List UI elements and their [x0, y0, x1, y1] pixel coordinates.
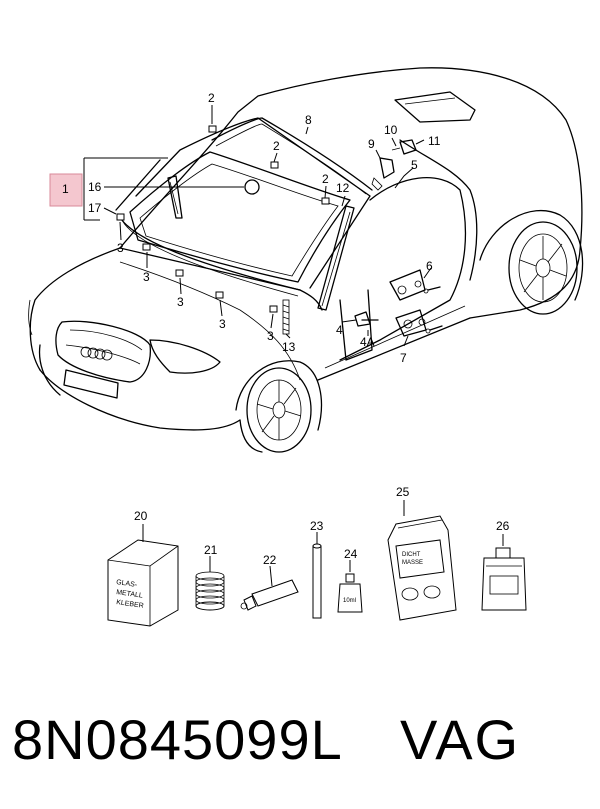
brand-label: VAG: [400, 708, 521, 771]
accessory-23-stick: [312, 543, 322, 619]
callout-9: 9: [368, 137, 375, 151]
accessory-24-bottle: 10ml: [337, 573, 363, 613]
callout-3a: 3: [117, 241, 124, 255]
callout-10: 10: [384, 123, 398, 137]
callout-12: 12: [336, 181, 350, 195]
callout-11: 11: [428, 134, 441, 148]
bottle-label: 10ml: [343, 598, 356, 604]
callout-26: 26: [496, 519, 510, 533]
part-number: 8N0845099L: [12, 708, 343, 771]
callout-16: 16: [88, 180, 102, 194]
bag-label-line1: DICHT: [402, 552, 421, 558]
callout-22: 22: [263, 553, 277, 567]
parts-diagram: 1 16 17 2 2 2 8 12 3 3 3 3 3 13 4 4A 9 1…: [28, 67, 584, 627]
callout-3c: 3: [177, 295, 184, 309]
accessory-20-box: GLAS- METALL KLEBER: [107, 539, 179, 627]
callout-1-highlight: [49, 173, 83, 207]
callout-24: 24: [344, 547, 358, 561]
accessory-22-tube: [240, 579, 299, 611]
box-label-line2: METALL: [116, 589, 144, 600]
callout-7: 7: [400, 351, 407, 365]
callout-13: 13: [282, 340, 296, 354]
callout-2b: 2: [273, 139, 280, 153]
callout-17: 17: [88, 201, 102, 215]
callout-20: 20: [134, 509, 148, 523]
callout-2c: 2: [322, 172, 329, 186]
callout-5: 5: [411, 158, 418, 172]
bag-label-line2: MASSE: [402, 560, 423, 566]
callout-3b: 3: [143, 270, 150, 284]
car-illustration: [28, 67, 584, 453]
callout-1: 1: [62, 182, 69, 196]
accessory-21-coil: [195, 571, 225, 611]
callout-25: 25: [396, 485, 410, 499]
box-label-line1: GLAS-: [116, 579, 138, 589]
accessory-25-bag: DICHT MASSE: [387, 515, 457, 621]
callout-23: 23: [310, 519, 324, 533]
callout-6: 6: [426, 259, 433, 273]
callout-21: 21: [204, 543, 218, 557]
accessory-26-container: [481, 547, 527, 611]
callout-2a: 2: [208, 91, 215, 105]
callout-8: 8: [305, 113, 312, 127]
box-label-line3: KLEBER: [116, 599, 144, 610]
callout-4A: 4A: [360, 335, 375, 349]
leader-lines: [83, 105, 432, 347]
callout-4: 4: [336, 323, 343, 337]
callout-labels: 1 16 17 2 2 2 8 12 3 3 3 3 3 13 4 4A 9 1…: [62, 91, 441, 365]
callout-3d: 3: [219, 317, 226, 331]
callout-3e: 3: [267, 329, 274, 343]
